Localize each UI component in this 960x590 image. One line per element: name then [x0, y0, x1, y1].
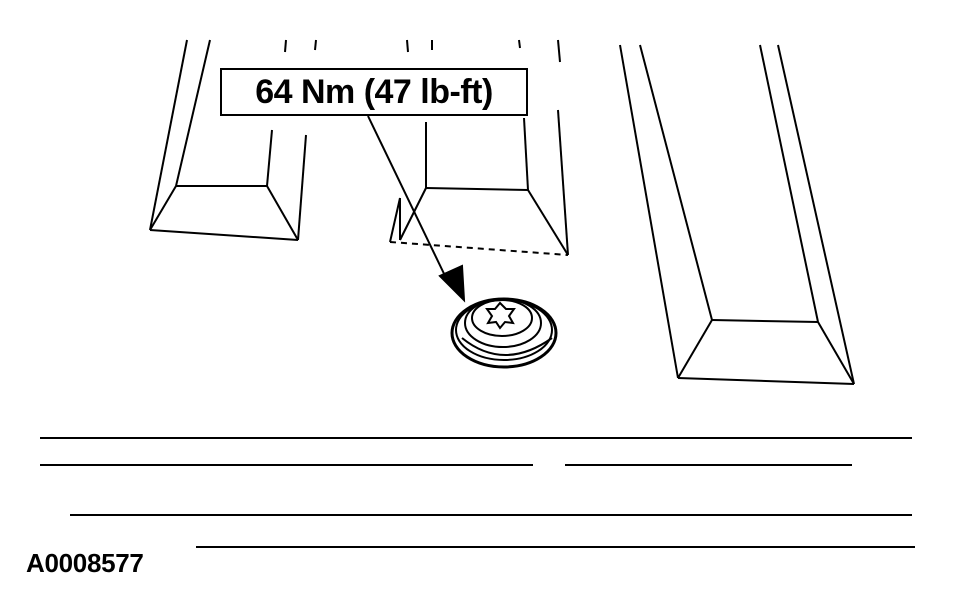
torx-recess-icon	[485, 301, 516, 330]
lower-edge-lines	[40, 437, 915, 548]
left-rib	[149, 39, 317, 241]
callout-leader	[367, 115, 466, 303]
middle-rib	[389, 39, 569, 256]
torque-callout-label: 64 Nm (47 lb-ft)	[220, 68, 528, 116]
right-rib	[619, 44, 855, 385]
torx-head-bolt	[450, 297, 558, 369]
figure-id: A0008577	[26, 548, 144, 578]
